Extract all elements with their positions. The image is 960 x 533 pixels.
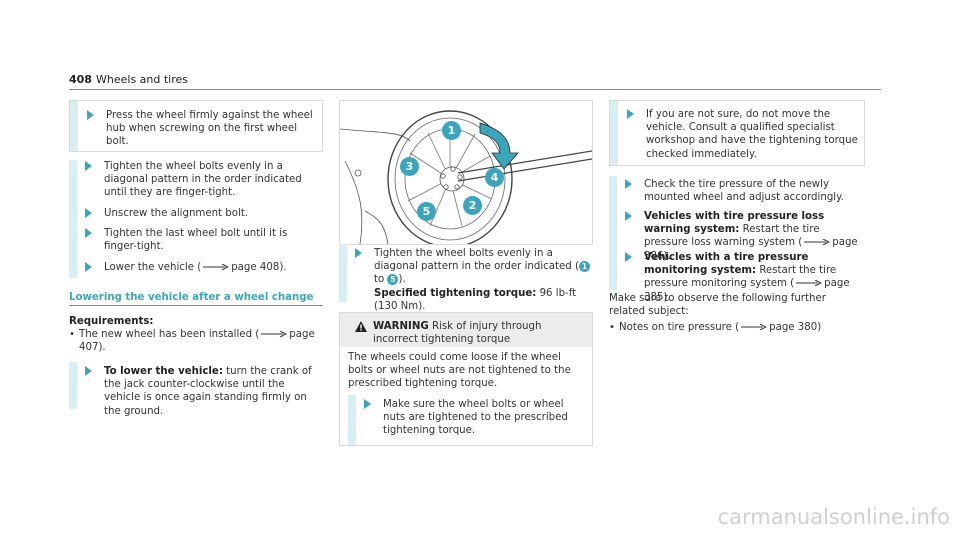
step-unscrew-alignment: Unscrew the alignment bolt.: [85, 207, 321, 220]
step-arrow-icon: [85, 366, 92, 376]
bullet-icon: •: [69, 329, 75, 341]
step-bar: [69, 258, 77, 278]
page-reference-arrow-icon: [804, 239, 831, 246]
section-title-lowering: Lowering the vehicle after a wheel chang…: [69, 292, 314, 303]
requirements-label: Requirements:: [69, 316, 154, 327]
step-bar: [609, 249, 617, 290]
page-link[interactable]: page 386).: [644, 237, 858, 262]
step-restart-loss-warning: Vehicles with tire pressure loss warning…: [625, 210, 865, 263]
note-box-not-sure: If you are not sure, do not move the veh…: [609, 100, 865, 166]
page-header-title: Wheels and tires: [96, 73, 189, 86]
warning-body: The wheels could come loose if the wheel…: [348, 352, 571, 390]
warning-step: Make sure the wheel bolts or wheel nuts …: [364, 398, 586, 438]
note-box-bar: [70, 101, 78, 151]
step-arrow-icon: [627, 109, 634, 119]
warning-box: WARNING Risk of injury through incorrect…: [339, 312, 593, 446]
warning-step-bar: [348, 395, 356, 445]
step-bar: [69, 205, 77, 223]
page-reference-arrow-icon: [741, 324, 768, 330]
step-arrow-icon: [85, 228, 92, 238]
step-bar: [609, 176, 617, 209]
callout-2: 2: [463, 196, 482, 215]
warning-header: [340, 313, 592, 347]
callout-3: 3: [400, 157, 419, 176]
step-arrow-icon: [85, 161, 92, 171]
step-arrow-icon: [355, 248, 362, 258]
step-tighten-last: Tighten the last wheel bolt until it is …: [85, 227, 321, 253]
watermark: carmanualsonline.info: [717, 505, 950, 529]
page-reference-arrow-icon: [203, 264, 230, 270]
page-link[interactable]: page 380): [769, 322, 822, 333]
callout-5: 5: [417, 202, 436, 221]
step-tighten-finger: Tighten the wheel bolts evenly in a diag…: [85, 160, 321, 200]
step-arrow-icon: [625, 252, 632, 262]
step-arrow-icon: [625, 211, 632, 221]
wheel-illustration: [340, 110, 592, 244]
related-item: • Notes on tire pressure (page 380): [609, 322, 822, 333]
page-reference-arrow-icon: [796, 280, 823, 287]
step-arrow-icon: [625, 179, 632, 189]
page-link[interactable]: page 407).: [79, 329, 315, 354]
step-bar: [339, 244, 347, 302]
step-bar: [609, 209, 617, 249]
section-divider: [69, 305, 323, 306]
callout-4: 4: [485, 168, 504, 187]
step-restart-monitoring: Vehicles with a tire pressure monitoring…: [625, 251, 865, 304]
step-bar: [69, 223, 77, 258]
step-arrow-icon: [85, 262, 92, 272]
step-tighten-diagonal: Tighten the wheel bolts evenly in a diag…: [355, 247, 591, 313]
warning-title: WARNING Risk of injury through incorrect…: [355, 320, 587, 346]
step-press-wheel: Press the wheel firmly against the wheel…: [87, 109, 315, 149]
step-check-pressure: Check the tire pressure of the newly mou…: [625, 178, 865, 204]
inline-callout-5: 5: [387, 274, 399, 286]
inline-callout-1: 1: [578, 261, 590, 273]
requirements: Requirements: • The new wheel has been i…: [69, 315, 321, 355]
step-arrow-icon: [364, 399, 371, 409]
step-arrow-icon: [85, 208, 92, 218]
step-lower-vehicle: Lower the vehicle (page 408).: [85, 261, 321, 274]
warning-triangle-icon: [355, 321, 367, 332]
step-not-sure: If you are not sure, do not move the veh…: [627, 108, 859, 161]
callout-1: 1: [442, 121, 461, 140]
page-link[interactable]: page 385).: [644, 278, 850, 303]
step-bar: [69, 362, 77, 409]
page-link[interactable]: page 408).: [231, 262, 287, 273]
note-box-press-wheel: Press the wheel firmly against the wheel…: [69, 100, 323, 152]
step-to-lower: To lower the vehicle: turn the crank of …: [85, 365, 321, 418]
wheel-bolt-diagram: 1 3 4 5 2: [339, 100, 593, 245]
header-divider: [69, 89, 881, 90]
further-related-subject: Make sure to observe the following furth…: [609, 293, 826, 318]
page-number: 408: [69, 73, 92, 86]
note-box-bar: [610, 101, 618, 165]
bullet-icon: •: [609, 322, 615, 333]
step-arrow-icon: [87, 110, 94, 120]
page-reference-arrow-icon: [261, 331, 288, 338]
step-bar: [69, 160, 77, 205]
requirement-item: • The new wheel has been installed (page…: [69, 329, 315, 354]
